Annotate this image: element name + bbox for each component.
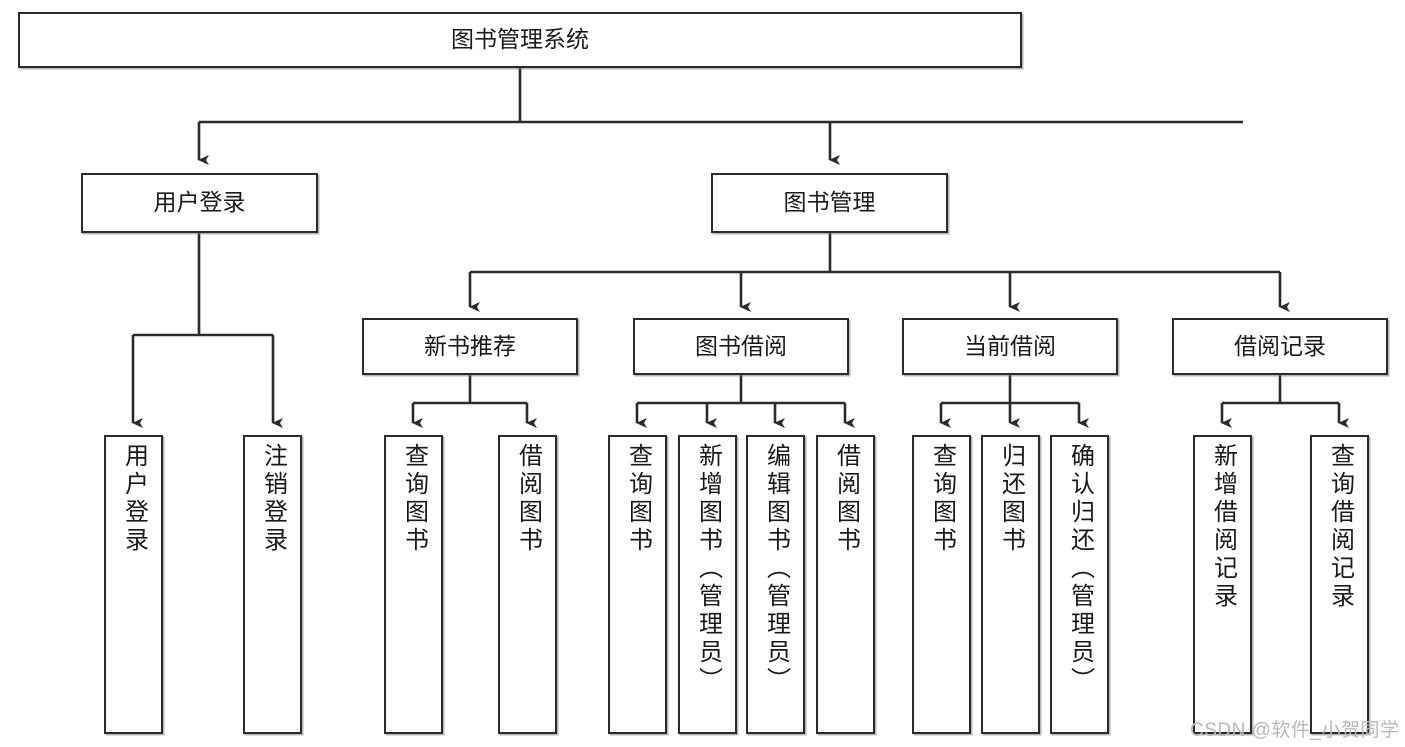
leaf-label: 查询借阅记录	[1326, 443, 1354, 611]
node-new-book-recommend-label: 新书推荐	[424, 332, 516, 359]
leaf-label: 归还图书	[997, 443, 1025, 555]
leaf-newbook-borrow-book[interactable]: 借阅图书	[498, 435, 557, 734]
leaf-label: 编辑图书（管理员）	[762, 443, 790, 695]
leaf-label: 确认归还（管理员）	[1066, 443, 1094, 695]
leaf-bookborrow-add-book[interactable]: 新增图书（管理员）	[678, 435, 737, 734]
node-current-borrow-label: 当前借阅	[964, 332, 1056, 359]
leaf-bookborrow-borrow-book[interactable]: 借阅图书	[816, 435, 875, 734]
leaf-bookborrow-edit-book[interactable]: 编辑图书（管理员）	[746, 435, 805, 734]
leaf-currentborrow-return-book[interactable]: 归还图书	[981, 435, 1040, 734]
node-root[interactable]: 图书管理系统	[18, 12, 1022, 68]
node-user-login[interactable]: 用户登录	[81, 173, 318, 233]
node-root-label: 图书管理系统	[451, 26, 589, 53]
watermark-text: CSDN @软件_小贺同学	[1190, 720, 1400, 741]
leaf-label: 注销登录	[259, 443, 287, 555]
leaf-newbook-query-book[interactable]: 查询图书	[384, 435, 443, 734]
leaf-label: 查询图书	[928, 443, 956, 555]
node-book-borrow-label: 图书借阅	[695, 332, 787, 359]
leaf-label: 查询图书	[400, 443, 428, 555]
leaf-borrowrecord-add-record[interactable]: 新增借阅记录	[1193, 435, 1252, 734]
node-book-manage-label: 图书管理	[783, 189, 876, 216]
leaf-label: 新增借阅记录	[1209, 443, 1237, 611]
leaf-label: 新增图书（管理员）	[694, 443, 722, 695]
leaf-currentborrow-query-book[interactable]: 查询图书	[912, 435, 971, 734]
leaf-currentborrow-confirm-return[interactable]: 确认归还（管理员）	[1050, 435, 1109, 734]
leaf-user-login-login[interactable]: 用户登录	[104, 435, 163, 734]
node-book-borrow[interactable]: 图书借阅	[633, 318, 849, 375]
leaf-label: 查询图书	[624, 443, 652, 555]
node-new-book-recommend[interactable]: 新书推荐	[362, 318, 578, 375]
leaf-bookborrow-query-book[interactable]: 查询图书	[608, 435, 667, 734]
watermark: CSDN @软件_小贺同学	[1190, 715, 1399, 742]
leaf-borrowrecord-query-record[interactable]: 查询借阅记录	[1310, 435, 1369, 734]
node-borrow-record[interactable]: 借阅记录	[1172, 318, 1388, 375]
node-user-login-label: 用户登录	[153, 189, 246, 216]
node-borrow-record-label: 借阅记录	[1234, 332, 1326, 359]
node-current-borrow[interactable]: 当前借阅	[902, 318, 1118, 375]
leaf-label: 借阅图书	[832, 443, 860, 555]
leaf-user-login-logout[interactable]: 注销登录	[243, 435, 302, 734]
node-book-manage[interactable]: 图书管理	[711, 173, 948, 233]
leaf-label: 借阅图书	[514, 443, 542, 555]
leaf-label: 用户登录	[120, 443, 148, 555]
